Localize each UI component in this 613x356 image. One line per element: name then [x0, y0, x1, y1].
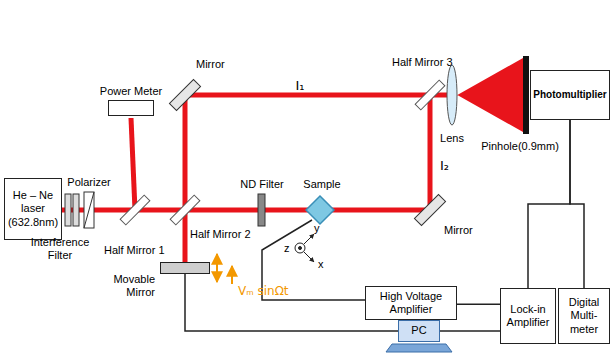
laptop-base [386, 344, 452, 352]
signal-wire [570, 120, 584, 288]
computer-screen: PC [398, 320, 440, 342]
node-text: High Voltage Amplifier [366, 290, 456, 316]
node-text: Movable Mirror [91, 273, 157, 299]
signal-wire [457, 303, 500, 305]
sample-crystal [306, 196, 334, 224]
detector-box: Photomultiplier [530, 70, 610, 120]
laser-beam [62, 95, 452, 262]
interference-filter [65, 194, 71, 226]
part-label: Half Mirror 1 [104, 244, 165, 257]
amplifier-box: High Voltage Amplifier [365, 286, 457, 320]
half-mirror [415, 80, 445, 110]
focused-beam [452, 58, 523, 132]
polarizer [84, 192, 94, 228]
lens [447, 65, 457, 125]
part-label: Pinhole(0.9mm) [481, 140, 559, 153]
node-text: Lock-in Amplifier [501, 303, 555, 329]
instrument-box: Digital Multi-meter [558, 288, 610, 344]
instrument-box: Lock-in Amplifier [500, 288, 556, 344]
part-label: Lens [440, 132, 464, 145]
laser-box: He – Ne laser (632.8nm) [4, 178, 62, 240]
node-text: Photomultiplier [531, 89, 608, 101]
half-mirror [170, 195, 200, 225]
meter-box: Power Meter [108, 100, 154, 116]
part-label: Mirror [444, 224, 473, 237]
node-text: He – Ne laser (632.8nm) [5, 189, 61, 229]
part-label: Interference Filter [27, 236, 93, 262]
half-mirror [120, 195, 150, 225]
part-label: ND Filter [240, 178, 283, 191]
part-label: I₂ [440, 158, 449, 174]
mirror-box: Movable Mirror [160, 262, 210, 274]
voltage-arrow [231, 266, 233, 284]
node-text: Digital Multi-meter [559, 296, 609, 336]
mirror [169, 79, 200, 110]
mirror [414, 194, 445, 225]
part-label: I₁ [295, 78, 304, 94]
part-label: Mirror [196, 58, 225, 71]
part-label: y [314, 222, 320, 235]
movement-arrow [216, 254, 218, 282]
interference-filter [73, 194, 79, 226]
part-label: Sample [303, 178, 340, 191]
signal-wire [440, 330, 500, 332]
part-label: Half Mirror 2 [190, 228, 251, 241]
part-label: x [318, 258, 324, 271]
node-text: PC [409, 324, 428, 337]
part-label: Half Mirror 3 [392, 56, 453, 69]
axes [295, 234, 314, 262]
pinhole [523, 56, 529, 134]
nd-filter [258, 194, 265, 226]
node-text: Power Meter [98, 85, 164, 98]
part-label: z [284, 242, 290, 255]
part-label: Vₘ sinΩt [238, 284, 289, 298]
part-label: Polarizer [67, 176, 110, 189]
